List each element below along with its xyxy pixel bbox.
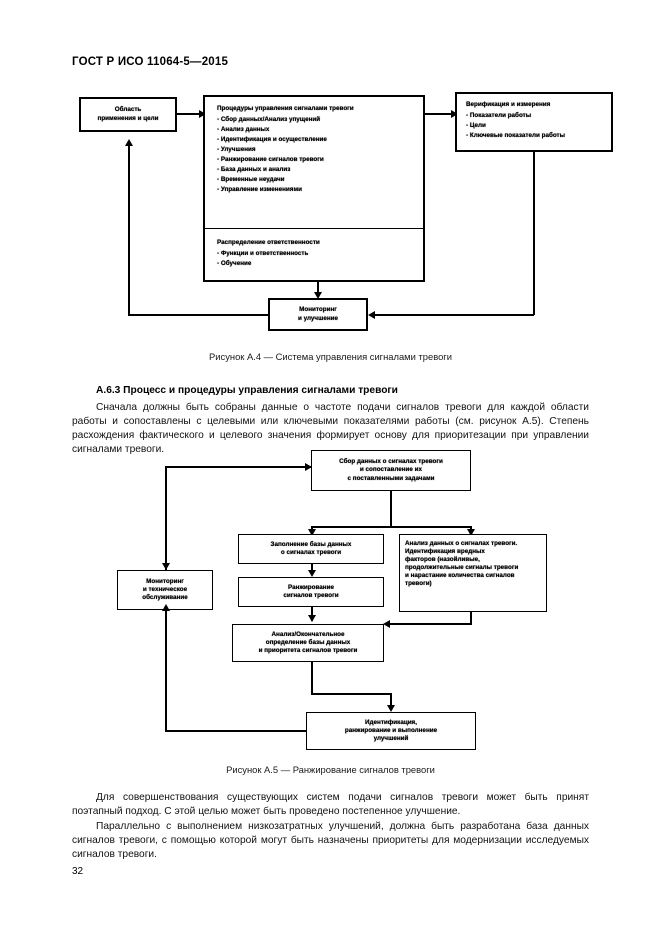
connector-verification-to-monitoring [372,314,534,316]
box-alarm-data-analysis: Анализ данных о сигналах тревоги. Иденти… [399,534,547,612]
identification-line-3: улучшений [373,735,409,743]
procedures-item-3: - Улучшения [217,146,256,154]
arrowhead-loop-to-monitoring [162,563,170,570]
responsibility-title: Распределение ответственности [217,239,320,246]
collect-line-2: и сопоставление их [359,466,423,474]
monitoring-maint-line-3: обслуживание [142,594,188,602]
arrowhead-split-to-fill-db [308,529,316,536]
box-scope-line-1: Область [114,106,142,114]
analysis-line-3: факторов (назойливые, [405,556,480,564]
procedures-item-1: - Анализ данных [217,126,270,134]
connector-monitoring-to-scope-vertical [128,146,130,315]
procedures-title: Процедуры управления сигналами тревоги [217,105,354,112]
connector-procedures-to-verification [425,113,453,115]
connector-procedures-to-monitoring [317,282,319,294]
arrowhead-loop-to-collect [305,463,312,471]
connector-fill-db-to-ranking [311,564,313,575]
connector-identification-to-monitoring-vertical [165,610,167,732]
procedures-divider [205,228,423,230]
box-verification-and-measurement: Верификация и измерения - Показатели раб… [455,92,613,152]
verification-item-2: - Ключевые показатели работы [466,132,566,140]
section-paragraph: Сначала должны быть собраны данные о час… [72,402,589,456]
arrowhead-fill-db-to-ranking [308,570,316,577]
identification-line-2: ранжирование и выполнение [344,726,438,734]
ranking-line-1: Ранжирование [288,583,334,591]
monitoring-line-2: и улучшение [297,314,339,322]
box-final-database-and-priority: Анализ/Окончательное определение базы да… [232,624,384,662]
box-scope-and-objectives: Область применения и цели [79,97,177,132]
closing-paragraph-2: Параллельно с выполнением низкозатратных… [72,821,589,861]
monitoring-line-1: Мониторинг [299,306,337,314]
box-identify-rank-implement-improvements: Идентификация, ранжирование и выполнение… [306,712,476,750]
procedures-item-6: - Временные неудачи [217,176,285,184]
collect-line-3: с поставленными задачами [347,474,435,482]
arrowhead-final-db-to-identification [387,705,395,712]
connector-collect-down [390,491,392,527]
collect-line-1: Сбор данных о сигналах тревоги [339,458,443,466]
responsibility-item-1: - Обучение [217,260,252,268]
box-fill-alarm-database: Заполнение базы данных о сигналах тревог… [238,534,384,564]
running-header: ГОСТ Р ИСО 11064-5—2015 [72,56,229,68]
box-collect-alarm-data: Сбор данных о сигналах тревоги и сопоста… [311,450,471,491]
monitoring-maint-line-2: и техническое [142,585,188,593]
procedures-item-0: - Сбор данных/Анализ упущений [217,116,321,124]
arrowhead-procedures-to-verification [451,110,458,118]
arrowhead-split-to-analysis [467,529,475,536]
arrowhead-procedures-to-monitoring [314,292,322,299]
analysis-line-6: тревоги) [405,580,432,588]
responsibility-item-0: - Функции и ответственность [217,250,309,258]
connector-final-db-down [311,662,313,694]
verification-item-0: - Показатели работы [466,112,532,120]
connector-loop-top-horizontal [165,466,312,468]
procedures-item-5: - База данных и анализ [217,166,291,174]
fill-db-line-1: Заполнение базы данных [270,540,352,548]
connector-analysis-down [470,612,472,624]
ranking-line-2: сигналов тревоги [283,592,339,599]
analysis-line-1: Анализ данных о сигналах тревоги. [405,540,518,547]
analysis-line-5: и нарастание количества сигналов [405,572,515,580]
analysis-line-2: Идентификация вредных [405,548,485,556]
procedures-item-4: - Ранжирование сигналов тревоги [217,156,324,164]
figure-a5-caption: Рисунок А.5 — Ранжирование сигналов трев… [226,764,435,775]
box-scope-line-2: применения и цели [97,114,159,122]
page-number: 32 [72,866,84,877]
connector-monitoring-to-scope-horizontal [128,314,269,316]
connector-loop-left-vertical [165,466,167,570]
final-db-line-2: определение базы данных [265,638,351,646]
section-heading: А.6.3 Процесс и процедуры управления сиг… [96,385,398,396]
closing-paragraph-1: Для совершенствования существующих систе… [72,792,589,818]
connector-final-db-to-identification-vertical [390,693,392,709]
final-db-line-3: и приоритета сигналов тревоги [258,647,358,655]
figure-a4-caption: Рисунок А.4 — Система управления сигнала… [209,351,452,362]
box-monitoring-and-improvement: Мониторинг и улучшение [268,298,368,331]
procedures-item-2: - Идентификация и осуществление [217,136,327,144]
connector-identification-to-monitoring-horizontal [165,730,306,732]
identification-line-1: Идентификация, [365,718,417,726]
connector-verification-down [533,152,535,315]
connector-collect-split [311,526,472,528]
arrowhead-ranking-to-final-db [308,615,316,622]
arrowhead-identification-to-monitoring [162,604,170,611]
arrowhead-scope-to-procedures [199,110,206,118]
arrowhead-monitoring-to-scope [125,139,133,146]
connector-ranking-to-final-db [311,607,313,621]
monitoring-maint-line-1: Мониторинг [146,577,184,585]
analysis-line-4: продолжительные сигналы тревоги [405,564,519,572]
procedures-item-7: - Управление изменениями [217,186,302,194]
box-alarm-management-procedures: Процедуры управления сигналами тревоги -… [203,95,425,282]
connector-scope-to-procedures [177,113,201,115]
verification-title: Верификация и измерения [466,101,551,108]
arrowhead-analysis-to-final-db [383,620,390,628]
final-db-line-1: Анализ/Окончательное [271,630,345,638]
arrowhead-verification-to-monitoring [368,311,375,319]
connector-final-db-to-identification-horizontal [311,693,391,695]
verification-item-1: - Цели [466,122,486,130]
fill-db-line-2: о сигналах тревоги [280,549,342,556]
box-monitoring-and-maintenance: Мониторинг и техническое обслуживание [117,570,213,610]
box-alarm-ranking: Ранжирование сигналов тревоги [238,577,384,607]
connector-analysis-to-final-db [387,623,472,625]
